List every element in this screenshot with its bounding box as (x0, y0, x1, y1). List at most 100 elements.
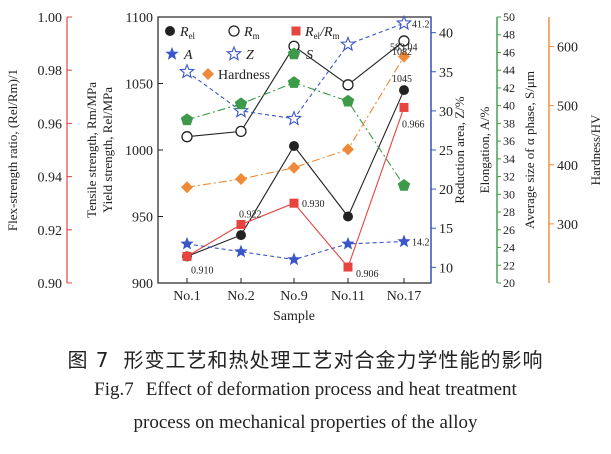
marker-a (234, 244, 248, 258)
data-label: 583.04 (390, 43, 418, 54)
reduction-axis-title: Reduction area, Z/% (452, 96, 467, 203)
marker-a (180, 236, 194, 250)
legend-label-hardness: Hardness (218, 68, 270, 83)
caption-zh-text: 形变工艺和热处理工艺对合金力学性能的影响 (123, 348, 544, 372)
legend-marker-rel (165, 26, 175, 36)
legend-label-z: Z (246, 48, 254, 63)
reduction-tick-label: 30 (439, 105, 453, 120)
caption-english-line2: process on mechanical properties of the … (0, 412, 611, 434)
legend-label-a: A (183, 48, 193, 63)
reduction-tick-label: 40 (439, 27, 453, 42)
marker-hardness (398, 50, 410, 63)
marker-ratio (399, 102, 409, 112)
yield-axis-title: Yield strength, Rel/MPa (100, 87, 115, 213)
marker-rm (181, 131, 193, 143)
legend-marker-s (287, 47, 301, 60)
legend-marker-a (165, 47, 179, 60)
elongation-tick-label: 36 (503, 134, 515, 148)
elongation-tick-label: 50 (503, 10, 515, 24)
ratio-tick-label: 0.92 (38, 224, 63, 239)
elongation-tick-label: 24 (503, 241, 515, 255)
ratio-tick-label: 0.98 (38, 64, 63, 79)
legend-marker-rm (228, 25, 240, 37)
elongation-tick-label: 32 (503, 170, 515, 184)
marker-a (397, 234, 411, 248)
hardness-tick-label: 300 (557, 218, 578, 233)
elongation-tick-label: 38 (503, 116, 515, 130)
elongation-tick-label: 22 (503, 258, 515, 272)
data-label: 1045 (392, 74, 412, 85)
elongation-tick-label: 40 (503, 99, 515, 113)
x-tick-label: No.2 (227, 289, 255, 304)
marker-rm (342, 79, 354, 91)
marker-ratio (236, 219, 246, 229)
size-axis-title: Average size of α phase, S/μm (522, 71, 537, 229)
reduction-tick-label: 20 (439, 183, 453, 198)
marker-a (341, 236, 355, 250)
elongation-tick-label: 42 (503, 81, 515, 95)
elongation-tick-label: 20 (503, 276, 515, 290)
reduction-tick-label: 35 (439, 66, 453, 81)
data-label: 41.2 (412, 19, 430, 30)
caption-en-text-2: process on mechanical properties of the … (133, 412, 478, 433)
marker-rm (398, 35, 410, 47)
caption-english-line1: Fig.7 Effect of deformation process and h… (0, 379, 611, 401)
tensile-axis-title: Tensile strength, Rm/MPa (84, 82, 99, 218)
ratio-tick-label: 0.90 (38, 277, 63, 292)
strength-tick-label: 1100 (126, 11, 153, 26)
hardness-tick-label: 400 (557, 159, 578, 174)
legend-label-rel: Rel (179, 25, 196, 41)
strength-tick-label: 1050 (125, 78, 153, 93)
elongation-tick-label: 26 (503, 223, 515, 237)
x-tick-label: No.1 (173, 289, 201, 304)
caption-chinese: 图 7 形变工艺和热处理工艺对合金力学性能的影响 (0, 344, 611, 373)
legend-marker-ratio (291, 26, 301, 36)
data-label: 0.922 (239, 209, 262, 220)
hardness-axis-title: Hardness/HV (588, 114, 603, 185)
elongation-tick-label: 46 (503, 45, 515, 59)
marker-ratio (182, 251, 192, 261)
marker-hardness (288, 161, 300, 174)
marker-z (178, 63, 196, 79)
marker-ratio (289, 198, 299, 208)
ratio-tick-label: 0.94 (38, 171, 63, 186)
x-axis-title: Sample (273, 309, 315, 324)
marker-z (339, 35, 357, 52)
marker-z (395, 14, 413, 31)
elongation-tick-label: 28 (503, 205, 515, 219)
marker-z (285, 110, 303, 126)
data-label: 1082 (392, 47, 412, 58)
reduction-tick-label: 10 (439, 261, 453, 276)
caption-en-label: Fig.7 (94, 379, 134, 400)
elongation-tick-label: 48 (503, 28, 515, 42)
elongation-tick-label: 30 (503, 187, 515, 201)
ratio-axis-title: Flex-strength ratio, (Rel/Rm)/1 (5, 69, 20, 231)
legend-label-s: S (306, 48, 313, 63)
marker-s (180, 113, 194, 126)
legend-label-rm: Rm (243, 25, 260, 41)
caption-en-text-1: Effect of deformation process and heat t… (145, 379, 517, 400)
marker-s (397, 179, 411, 191)
marker-s (341, 94, 355, 107)
marker-hardness (181, 181, 193, 194)
marker-z (232, 102, 250, 118)
marker-rm (235, 125, 247, 138)
strength-tick-label: 950 (132, 211, 153, 226)
data-label: 0.910 (191, 265, 214, 276)
strength-tick-label: 1000 (125, 144, 153, 159)
caption-zh-label: 图 7 (67, 348, 110, 372)
hardness-tick-label: 500 (557, 100, 578, 115)
legend-marker-hardness (202, 68, 214, 80)
marker-s (234, 97, 248, 110)
marker-hardness (235, 172, 247, 185)
reduction-tick-label: 25 (439, 144, 453, 159)
ratio-tick-label: 1.00 (38, 11, 63, 26)
marker-rel (343, 211, 353, 222)
marker-ratio (343, 262, 353, 272)
marker-rel (289, 141, 299, 152)
data-label: 14.2 (412, 238, 430, 249)
hardness-tick-label: 600 (557, 41, 578, 56)
data-label: 0.930 (302, 199, 325, 210)
legend-marker-z (225, 45, 243, 61)
